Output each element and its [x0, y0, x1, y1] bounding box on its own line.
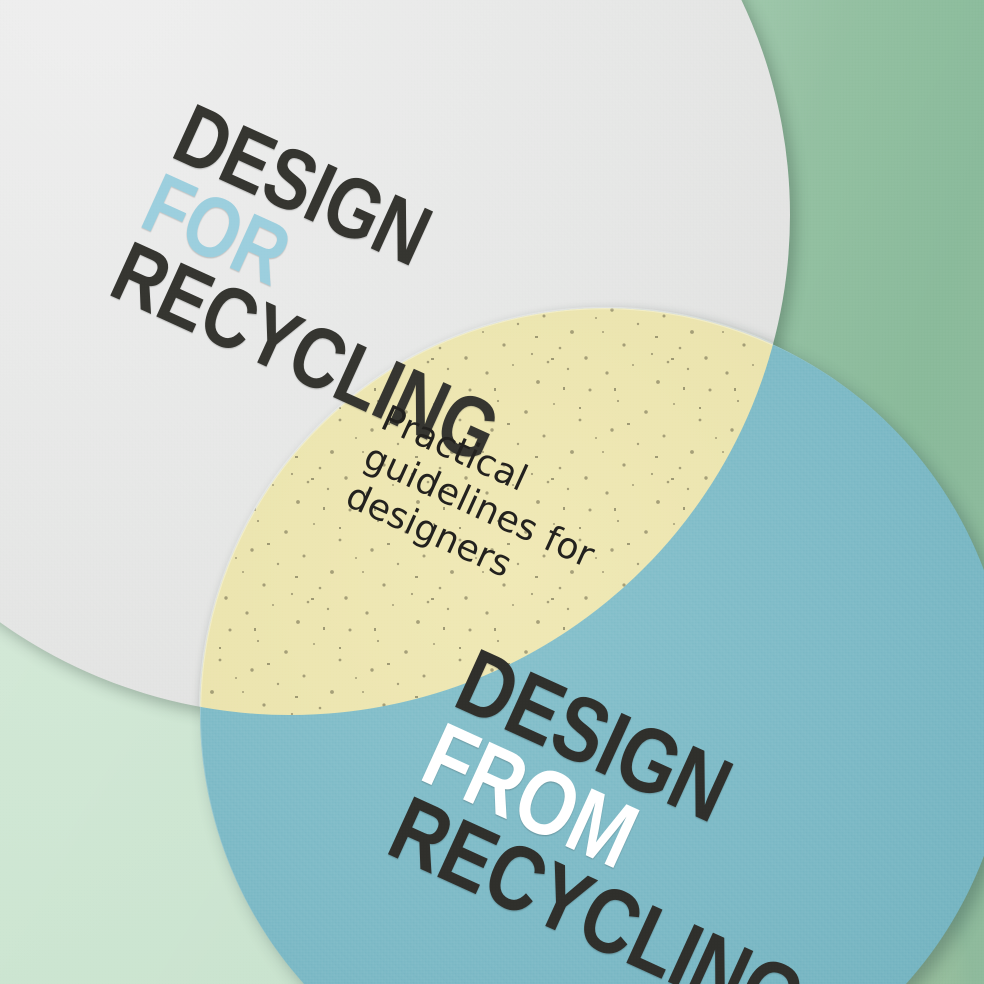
poster-canvas: DESIGN FOR RECYCLING DESIGN FROM RECYCLI…	[0, 0, 984, 984]
